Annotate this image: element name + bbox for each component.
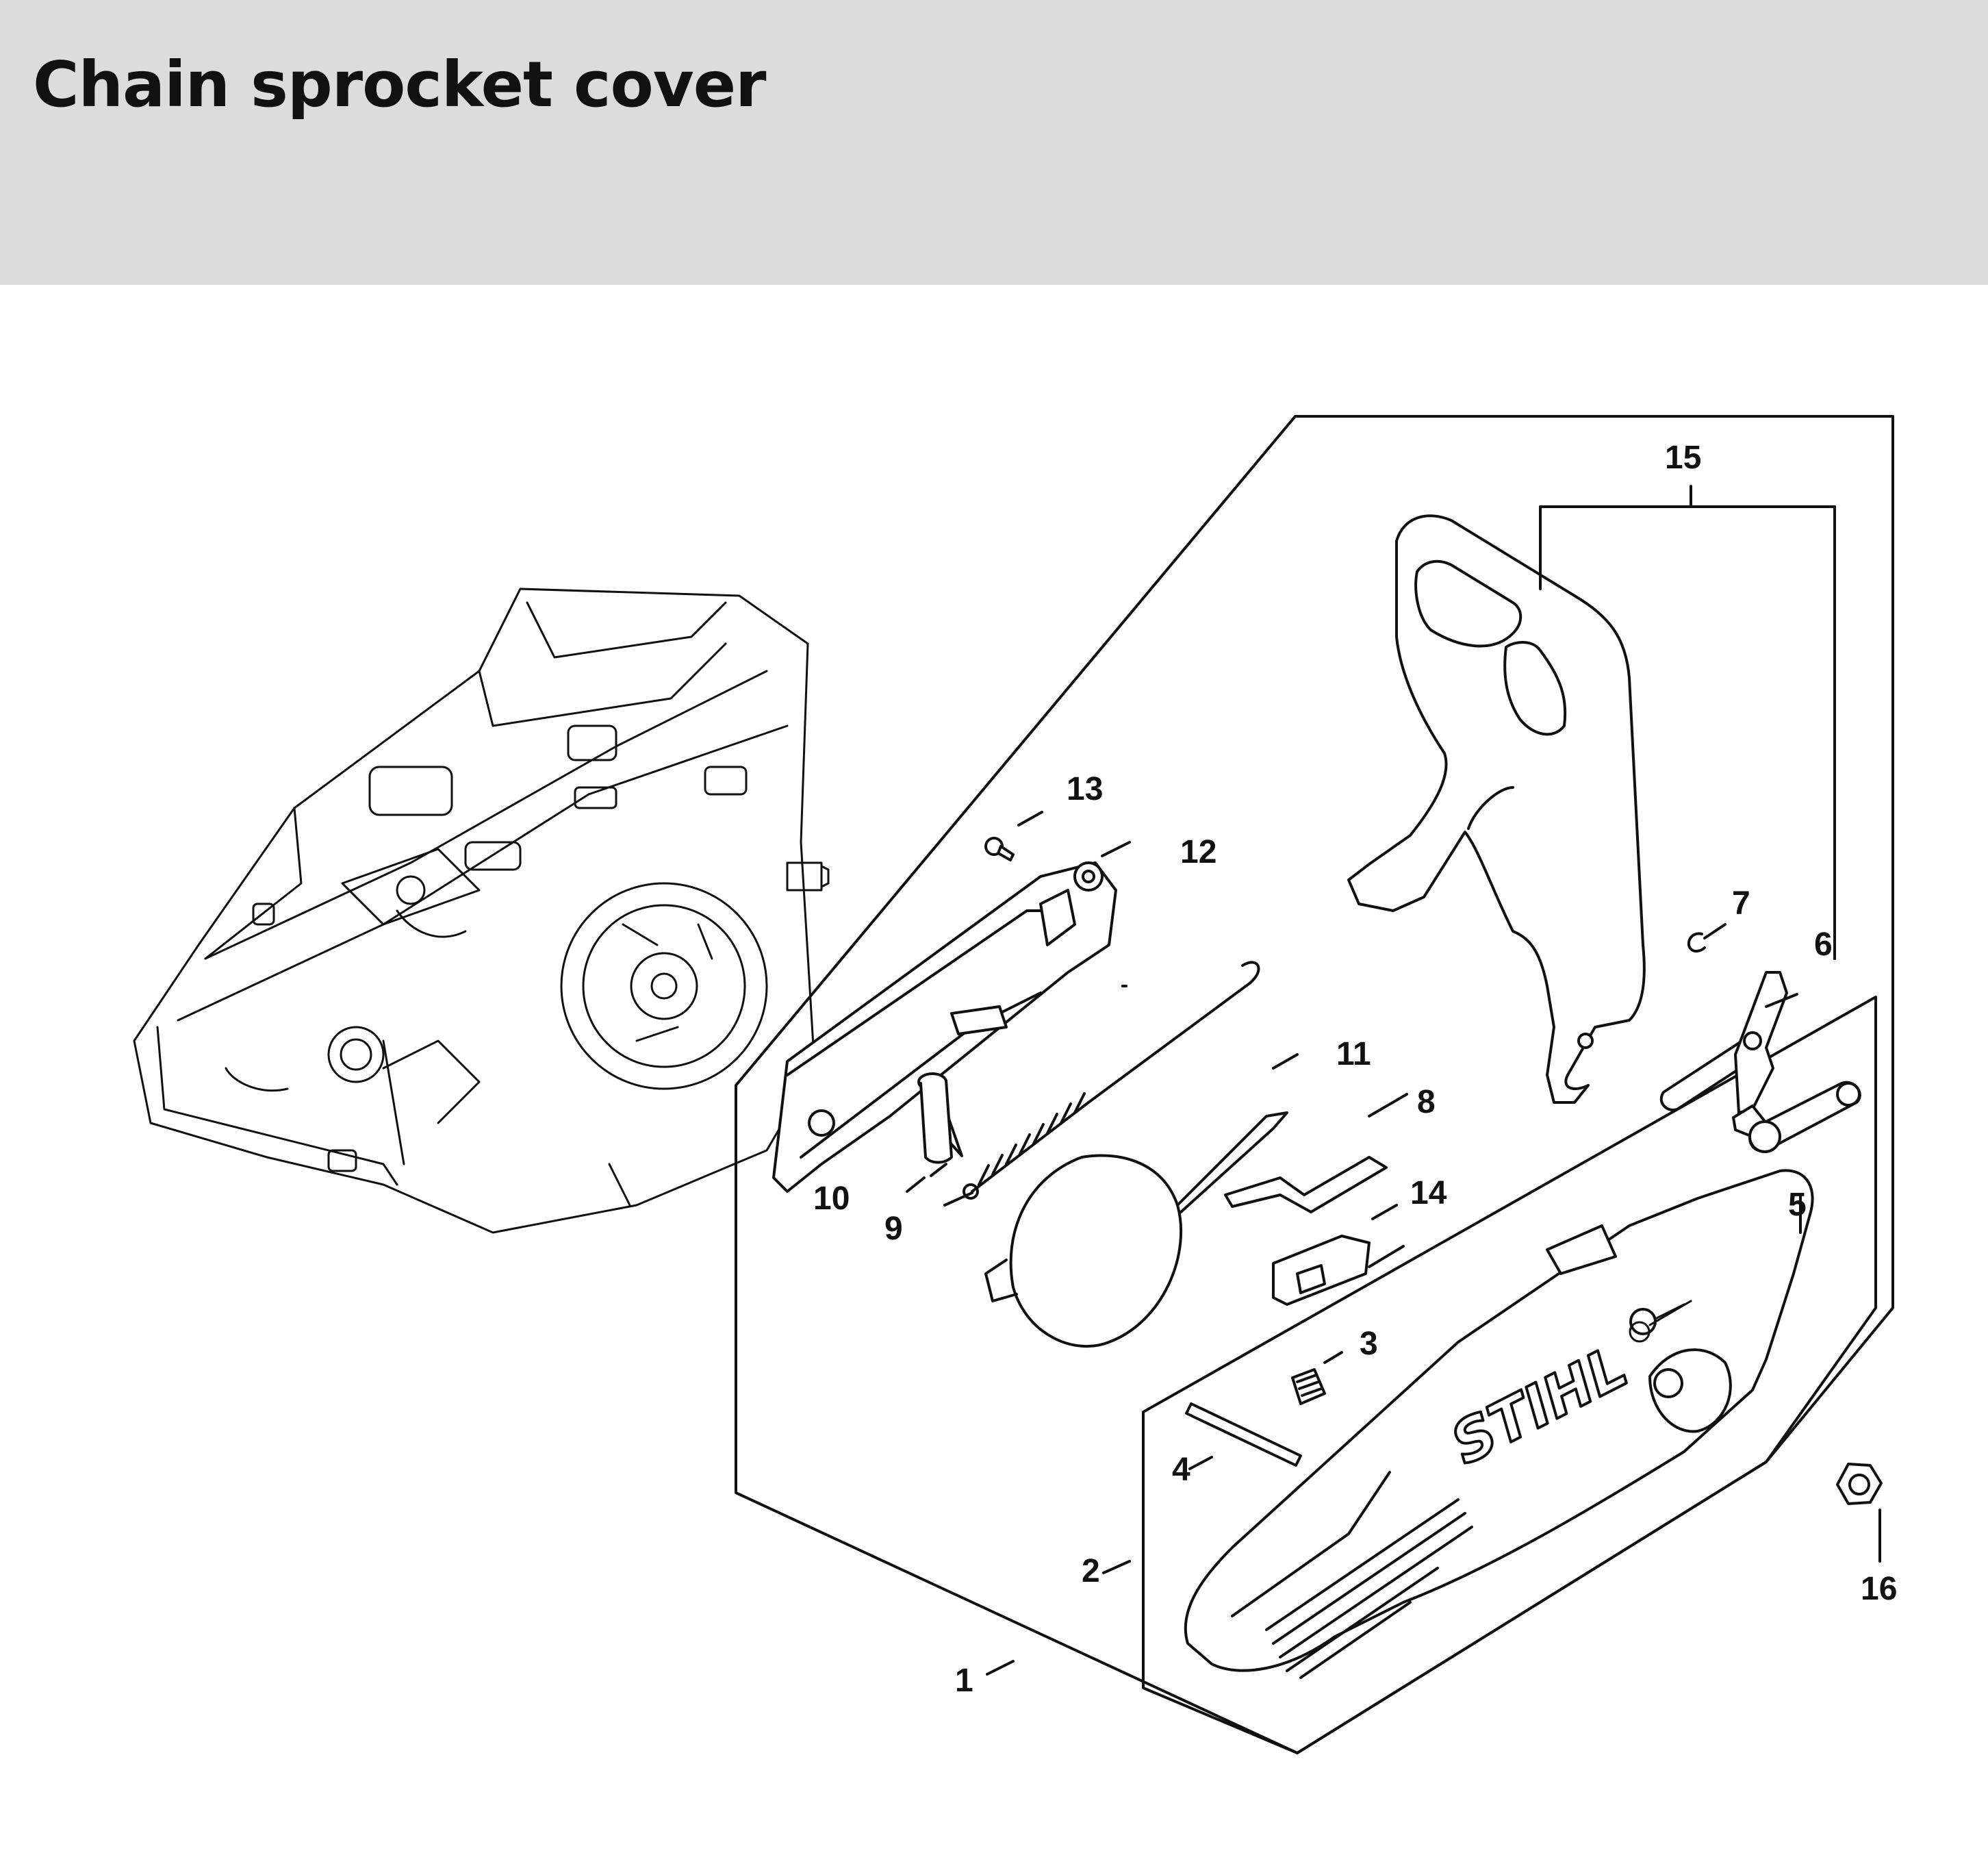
- cover-inner-outline: [1142, 996, 1877, 1754]
- brake-band: [984, 1111, 1288, 1348]
- brake-lever: [772, 861, 1117, 1193]
- rotation-arrow-icon: [1629, 1300, 1692, 1343]
- slide: [1272, 1235, 1371, 1306]
- callout-3: 3: [1360, 1326, 1378, 1362]
- callout-5: 5: [1788, 1187, 1807, 1223]
- hand-guard: [1347, 514, 1646, 1104]
- thrust-pad: [1291, 1368, 1326, 1405]
- callout-7: 7: [1732, 885, 1750, 922]
- callout-16: 16: [1861, 1571, 1897, 1607]
- chain-tensioner: [1732, 1081, 1861, 1153]
- engine-housing-illustration: [133, 588, 830, 1234]
- callouts: 1 2 3 4 5 6 7 8 9 10 11 12 13 14 15 16: [813, 440, 1897, 1699]
- callout-13: 13: [1067, 771, 1103, 807]
- callout-15: 15: [1665, 440, 1701, 476]
- header-bar: Chain sprocket cover: [0, 0, 1988, 285]
- callout-4: 4: [1172, 1452, 1190, 1488]
- lever-assembly: [1659, 971, 1788, 1114]
- callout-10: 10: [813, 1181, 850, 1217]
- callout-11: 11: [1336, 1036, 1371, 1072]
- callout-12: 12: [1180, 834, 1216, 870]
- circlip: [1687, 932, 1706, 953]
- callout-2: 2: [1082, 1553, 1100, 1589]
- pin: [1185, 1402, 1302, 1467]
- sleeve: [917, 1072, 963, 1164]
- collar-nut: [1836, 1463, 1883, 1505]
- screw: [984, 837, 1015, 861]
- callout-1: 1: [955, 1663, 973, 1699]
- callout-14: 14: [1410, 1175, 1447, 1211]
- callout-8: 8: [1417, 1084, 1436, 1120]
- tension-spring: [963, 961, 1260, 1200]
- chain-sprocket-cover: [1184, 1169, 1814, 1679]
- page-title: Chain sprocket cover: [33, 48, 766, 121]
- callout-9: 9: [884, 1211, 903, 1247]
- leader-lines: [906, 485, 1881, 1676]
- cover-plate: [1224, 1156, 1388, 1213]
- callout-6: 6: [1814, 926, 1833, 963]
